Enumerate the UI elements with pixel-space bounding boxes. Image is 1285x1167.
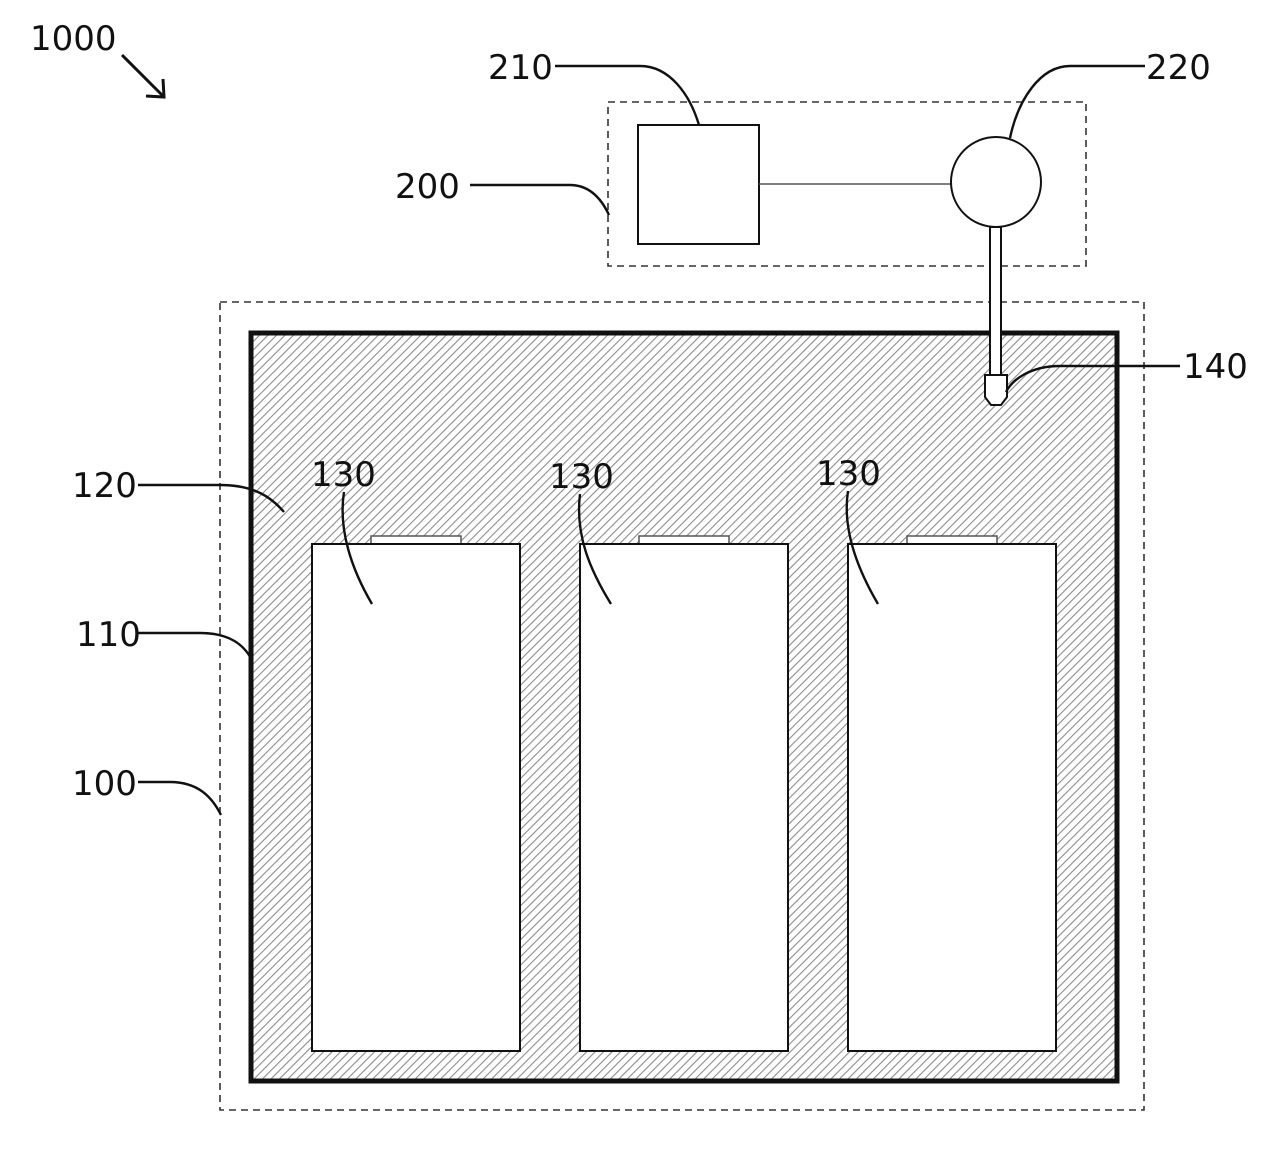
leader-unit [470, 185, 609, 215]
supply-pipe [990, 227, 1001, 375]
cell-middle [580, 536, 788, 1051]
pump-circle [951, 137, 1041, 227]
medium-label: 120 [72, 466, 137, 506]
pump-label: 220 [1146, 48, 1211, 88]
housing-label: 100 [72, 764, 137, 804]
leader-controller [555, 66, 699, 125]
nozzle-label: 140 [1183, 347, 1248, 387]
cell-left [312, 536, 520, 1051]
leader-housing [138, 782, 221, 815]
cell-left-label: 130 [311, 455, 376, 495]
leader-case [138, 633, 252, 660]
case-label: 110 [76, 615, 141, 655]
system-arrow-icon [122, 55, 164, 97]
cell-right [848, 536, 1056, 1051]
nozzle-icon [985, 375, 1007, 405]
controller-box [638, 125, 759, 244]
cell-middle-label: 130 [549, 457, 614, 497]
system-label: 1000 [30, 19, 117, 59]
controller-label: 210 [488, 48, 553, 88]
cell-right-label: 130 [816, 454, 881, 494]
unit-label: 200 [395, 167, 460, 207]
